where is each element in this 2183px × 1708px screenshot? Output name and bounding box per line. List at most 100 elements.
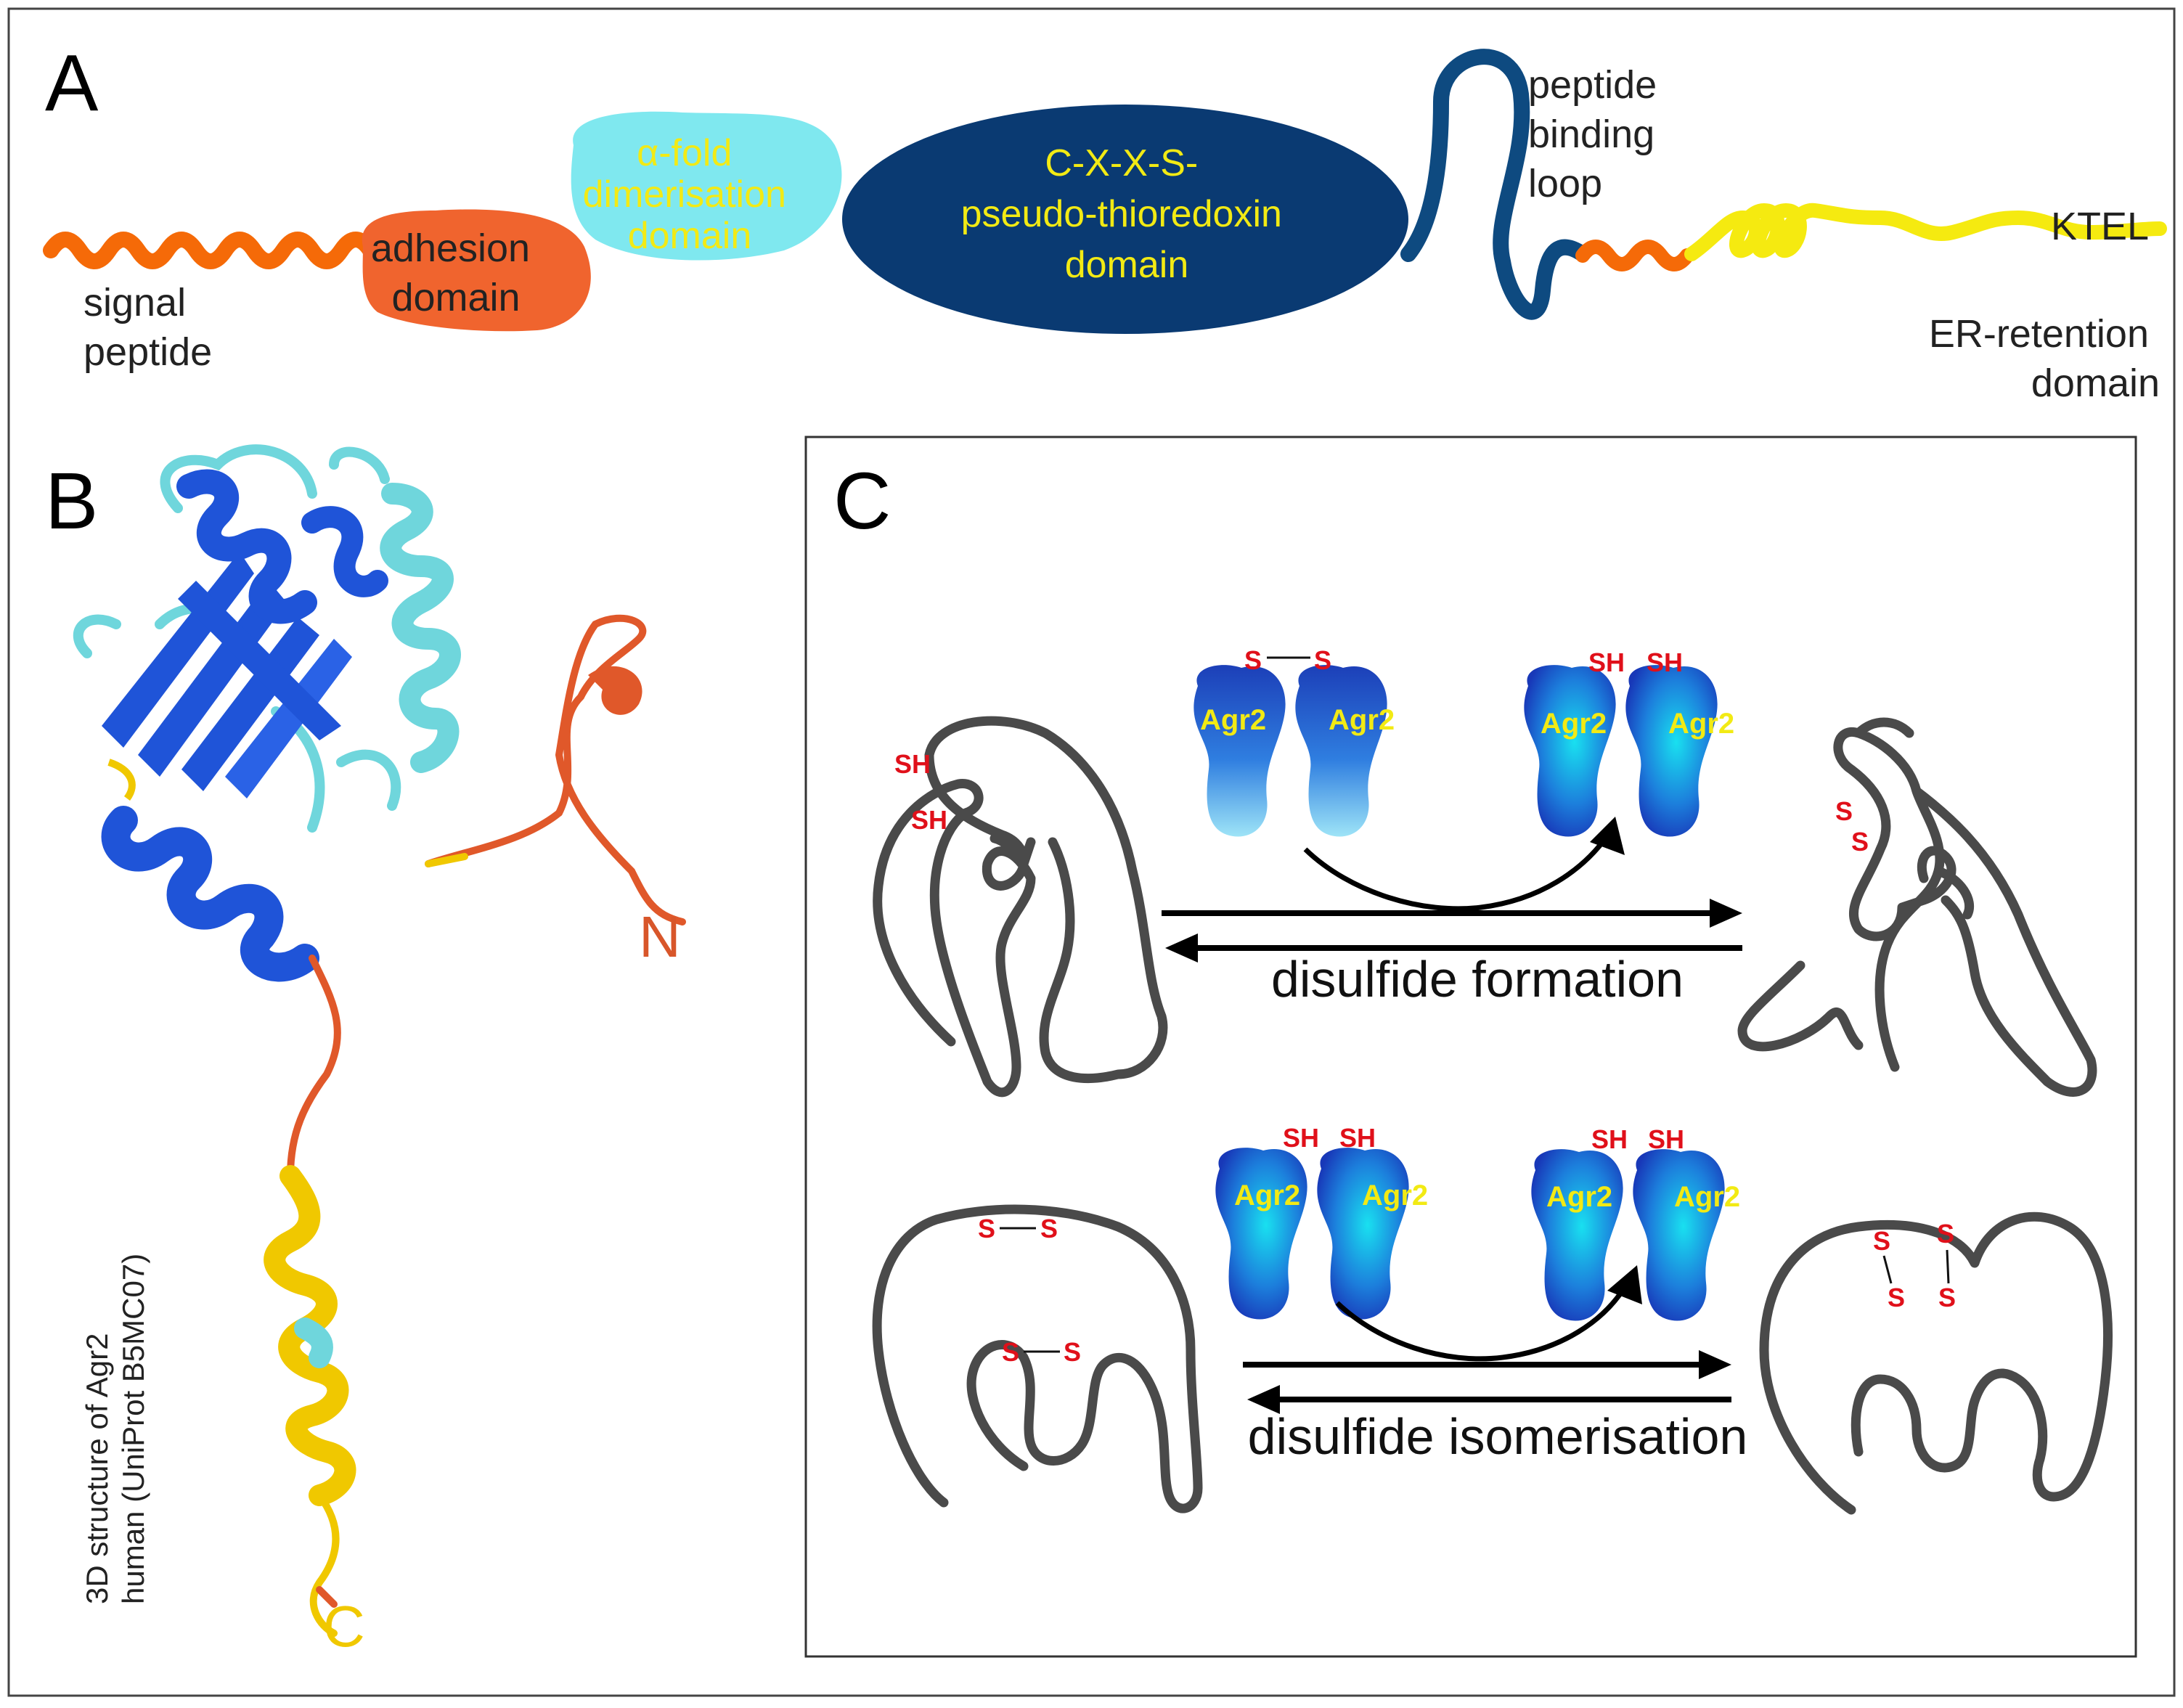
panel-a-letter: A [45, 38, 99, 128]
sh-label: SH [1648, 1124, 1684, 1154]
thioredoxin-domain-ellipse [842, 105, 1408, 334]
er-retention-line-2: domain [2031, 361, 2160, 405]
forward-arrowhead [1710, 899, 1742, 928]
isomerisation-label: disulfide isomerisation [1248, 1408, 1748, 1465]
agr2-dimer-oxidized: Agr2 Agr2 [1193, 665, 1395, 837]
s-label: S [1888, 1283, 1905, 1312]
agr2-label: Agr2 [1546, 1181, 1612, 1213]
redox-curved-arrow [1335, 1283, 1629, 1362]
s-label: S [1937, 1219, 1954, 1249]
oxidized-substrate-1 [1737, 717, 2097, 1097]
agr2-label: Agr2 [1668, 708, 1734, 740]
agr2-monomer [1317, 1148, 1409, 1320]
agr2-monomer [1193, 665, 1286, 837]
panel-c-letter: C [833, 457, 891, 546]
figure-frame [7, 7, 2176, 1697]
agr2-label: Agr2 [1674, 1181, 1740, 1213]
thioredoxin-domain-label: C-X-X-S- pseudo-thioredoxin domain [961, 142, 1293, 286]
caption-line-1: 3D structure of Agr2 [80, 1333, 114, 1604]
binding-loop-line-1: peptide [1528, 63, 1657, 107]
panel-b-letter: B [45, 457, 98, 546]
agr2-label: Agr2 [1541, 708, 1607, 740]
panel-c-frame [804, 436, 2137, 1658]
s-label: S [978, 1214, 995, 1243]
redox-curved-arrow [1303, 833, 1610, 912]
formation-label: disulfide formation [1271, 951, 1684, 1008]
sh-label: SH [1588, 647, 1625, 677]
sh-label: SH [1339, 1123, 1376, 1153]
agr2-label: Agr2 [1234, 1180, 1300, 1211]
sh-label: SH [1647, 647, 1683, 677]
panel-c: C SH SH Agr2 Agr2 S S Agr2 Agr2 SH SH [804, 436, 2137, 1658]
dimerisation-domain-blob [571, 111, 842, 261]
reduced-substrate-1 [873, 716, 1168, 1098]
dimerisation-line-1: α-fold [637, 132, 732, 174]
substrate-isomer-1 [872, 1204, 1203, 1513]
ktel-label: KTEL [2051, 205, 2149, 248]
orange-linker-wave [1575, 240, 1694, 271]
s-label: S [1040, 1214, 1058, 1243]
er-retention-wave [1684, 203, 2167, 261]
signal-peptide-line-1: signal [83, 281, 186, 324]
s-label: S [1064, 1337, 1081, 1367]
binding-loop-label: peptide binding loop [1528, 63, 1668, 205]
signal-peptide-wave [43, 232, 378, 269]
agr2-dimer-reduced: Agr2 Agr2 [1215, 1148, 1428, 1320]
n-terminus-label: N [639, 904, 681, 969]
disulfide-bond [1882, 1255, 1893, 1284]
panel-a: A signal peptide adhesion domain α-fold … [43, 38, 2167, 405]
thioredoxin-line-3: domain [1065, 244, 1189, 286]
s-label: S [1873, 1226, 1890, 1256]
c-terminus-label: C [323, 1594, 365, 1659]
s-label-sub2-a: S [1835, 796, 1853, 826]
agr2-dimer-reduced: Agr2 Agr2 [1531, 1149, 1740, 1321]
redox-arrowhead [1590, 817, 1625, 855]
agr2-monomer [1524, 665, 1616, 837]
signal-peptide-line-2: peptide [83, 330, 212, 374]
agr2-label: Agr2 [1362, 1180, 1428, 1211]
s-label: S [1314, 645, 1331, 675]
er-retention-label: ER-retention domain [1929, 312, 2160, 405]
sh-label-sub1-b: SH [911, 805, 947, 835]
binding-loop-line-3: loop [1528, 162, 1602, 205]
adhesion-domain-label: adhesion domain [371, 226, 541, 319]
agr2-dimer-reduced: Agr2 Agr2 [1524, 665, 1734, 837]
redox-arrowhead [1607, 1265, 1642, 1304]
sh-label-sub1-a: SH [894, 749, 931, 779]
sh-label: SH [1283, 1123, 1319, 1153]
agr2-monomer [1531, 1149, 1623, 1321]
dimerisation-domain-label: α-fold dimerisation domain [583, 132, 797, 257]
s-label: S [1002, 1337, 1019, 1367]
structure-caption: 3D structure of Agr2 human (UniProt B5MC… [80, 1254, 150, 1604]
panel-b: B [45, 444, 686, 1659]
er-retention-line-1: ER-retention [1929, 312, 2149, 356]
disulfide-bond [1946, 1249, 1950, 1284]
thioredoxin-line-1: C-X-X-S- [1045, 142, 1198, 184]
sh-label: SH [1591, 1124, 1628, 1154]
adhesion-domain-blob [362, 209, 591, 332]
agr2-label: Agr2 [1329, 704, 1395, 736]
signal-peptide-label: signal peptide [83, 281, 212, 374]
caption-line-2: human (UniProt B5MC07) [116, 1254, 150, 1604]
reverse-arrowhead [1165, 933, 1198, 963]
agr2-monomer [1215, 1148, 1307, 1320]
agr2-3d-structure [73, 444, 686, 1637]
s-label-sub2-b: S [1851, 827, 1869, 857]
dimerisation-line-3: domain [628, 215, 752, 257]
adhesion-line-1: adhesion [371, 226, 530, 270]
s-label: S [1938, 1283, 1956, 1312]
binding-loop-curve [1400, 49, 1591, 320]
substrate-isomer-2 [1759, 1211, 2113, 1515]
forward-arrowhead [1699, 1350, 1731, 1379]
binding-loop-line-2: binding [1528, 113, 1654, 156]
dimerisation-line-2: dimerisation [583, 173, 786, 216]
agr2-monomer [1633, 1149, 1725, 1321]
thioredoxin-line-2: pseudo-thioredoxin [961, 193, 1282, 235]
agr2-monomer [1295, 665, 1387, 837]
agr2-label: Agr2 [1200, 704, 1266, 736]
agr2-monomer [1625, 665, 1718, 837]
reverse-arrowhead [1247, 1385, 1280, 1414]
s-label: S [1244, 645, 1262, 675]
